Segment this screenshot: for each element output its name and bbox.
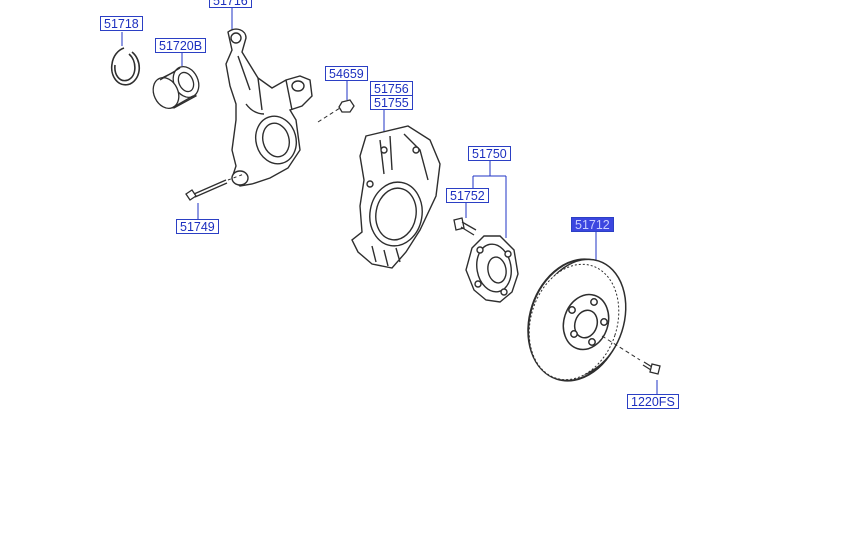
dust-shield-part: [351, 125, 441, 269]
snap-ring-part: [110, 47, 141, 86]
callout-1220fs[interactable]: 1220FS: [627, 394, 679, 409]
steering-knuckle-part: [225, 28, 313, 187]
callout-51749[interactable]: 51749: [176, 219, 219, 234]
callout-51718[interactable]: 51718: [100, 16, 143, 31]
wheel-stud-part: [453, 217, 477, 236]
bolt-51749-part: [185, 173, 245, 201]
brake-disc-part: [527, 258, 627, 382]
leader-lines: [121, 8, 658, 394]
callout-51712-selected[interactable]: 51712: [571, 217, 614, 232]
wheel-bearing-part: [152, 65, 200, 110]
callout-51720b[interactable]: 51720B: [155, 38, 207, 53]
nut-part: [317, 99, 355, 123]
callout-54659[interactable]: 54659: [325, 66, 368, 81]
screw-1220fs-part: [601, 335, 661, 375]
wheel-hub-part: [465, 235, 519, 303]
callout-51752[interactable]: 51752: [446, 188, 489, 203]
callout-51716[interactable]: 51716: [209, 0, 252, 8]
callout-51755[interactable]: 51755: [370, 95, 413, 110]
callout-51756[interactable]: 51756: [370, 81, 413, 96]
callout-51750[interactable]: 51750: [468, 146, 511, 161]
